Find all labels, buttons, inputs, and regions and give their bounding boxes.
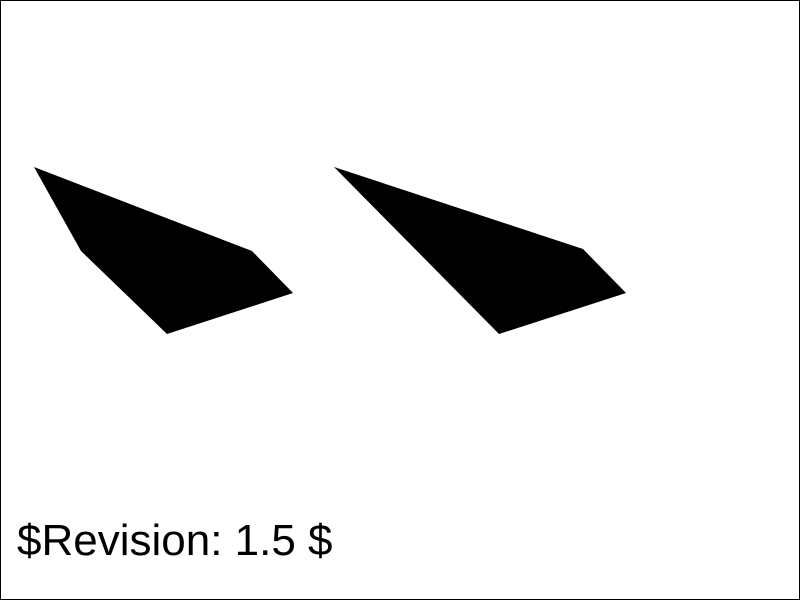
right-quadrilateral bbox=[334, 167, 626, 334]
left-quadrilateral bbox=[34, 167, 293, 334]
revision-label: $Revision: 1.5 $ bbox=[17, 516, 333, 565]
